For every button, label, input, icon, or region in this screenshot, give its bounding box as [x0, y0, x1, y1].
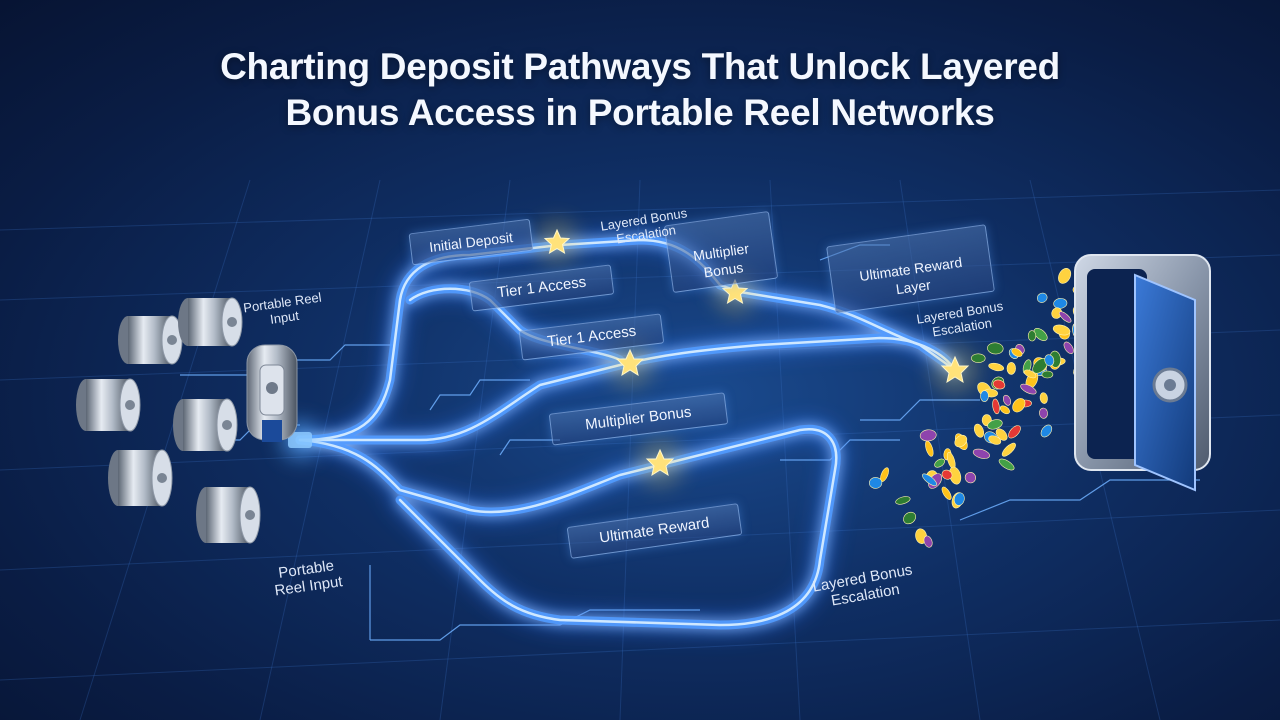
coin-icon [1008, 425, 1021, 439]
coin-icon [903, 511, 917, 525]
node-initial-deposit-label: Initial Deposit [428, 228, 514, 256]
coin-icon [987, 342, 1004, 355]
coin-icon [972, 448, 990, 459]
reel-feeder-unit [246, 344, 298, 442]
coin-icon [964, 471, 976, 484]
coin-icon [988, 435, 1002, 445]
coin-icon [1012, 398, 1026, 413]
reel-canister-icon [173, 398, 238, 452]
coin-icon [922, 473, 937, 487]
coin-icon [1033, 328, 1048, 341]
coin-icon [869, 477, 883, 489]
coin-icon [1002, 394, 1012, 406]
coin-icon [1044, 354, 1055, 367]
coin-icon [987, 419, 1003, 430]
annotation-reel-input-top-label: Portable Reel Input [242, 289, 323, 327]
coin-icon [1041, 370, 1054, 379]
coin-icon [1020, 383, 1037, 395]
coin-icon [1039, 392, 1048, 404]
coin-icon [992, 379, 1006, 390]
reel-canister-icon [76, 378, 141, 432]
coin-icon [971, 353, 986, 363]
coin-icon [1001, 442, 1016, 457]
coin-icon [934, 458, 945, 468]
coin-icon [1036, 292, 1048, 303]
coin-icon [1023, 369, 1037, 379]
coin-icon [923, 535, 933, 548]
page-title: Charting Deposit Pathways That Unlock La… [0, 44, 1280, 136]
star-node-icon [931, 346, 979, 394]
coin-icon [1006, 362, 1016, 375]
star-node-icon [636, 439, 684, 487]
vault-icon [1074, 254, 1211, 492]
coin-icon [1039, 407, 1048, 419]
annotation-reel-input-bottom: Portable Reel Input [269, 539, 344, 599]
node-multiplier-top-label: Multiplier Bonus [692, 240, 750, 281]
node-tier1-b-label: Tier 1 Access [546, 322, 638, 351]
star-node-icon [606, 339, 654, 387]
title-line-2: Bonus Access in Portable Reel Networks [285, 92, 995, 133]
coin-icon [1063, 341, 1074, 354]
coin-icon [999, 405, 1010, 415]
node-multiplier-mid-label: Multiplier Bonus [584, 403, 693, 434]
coin-icon [1027, 330, 1037, 342]
coin-icon [1040, 424, 1053, 438]
coin-icon [1011, 348, 1023, 357]
reel-canister-icon [118, 315, 183, 365]
reel-canister-icon [196, 486, 261, 544]
star-node-icon [535, 220, 579, 264]
reel-canister-icon [178, 297, 243, 347]
coin-icon [1053, 298, 1068, 309]
coin-icon [980, 390, 989, 402]
coin-icon [925, 440, 934, 457]
coin-icon [953, 492, 965, 506]
coin-icon [1058, 268, 1072, 284]
title-line-1: Charting Deposit Pathways That Unlock La… [220, 46, 1060, 87]
coin-icon [973, 423, 985, 438]
reel-canisters [76, 297, 298, 544]
coin-icon [895, 496, 911, 505]
coin-icon [1058, 311, 1072, 323]
node-tier1-a-label: Tier 1 Access [496, 273, 588, 302]
coin-icon [998, 458, 1015, 471]
coin-icon [954, 434, 968, 448]
coin-icon [992, 398, 1000, 415]
coin-icon [941, 469, 953, 480]
coin-icon [941, 486, 952, 500]
coin-icon [919, 429, 937, 442]
coin-icon [988, 362, 1005, 372]
coin-icon [946, 451, 956, 470]
coin-icon [1052, 324, 1071, 336]
reel-canister-icon [108, 449, 173, 507]
